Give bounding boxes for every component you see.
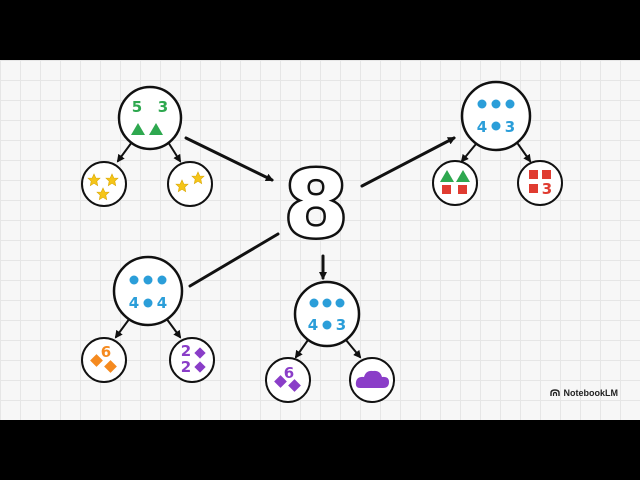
square-icon [542,170,551,179]
dot-icon [335,298,345,308]
connector-arrows [184,136,456,288]
bubble-top-left-right-child [167,161,213,207]
square-icon [529,170,538,179]
number-bond-diagram: 8 5 3 [81,80,563,403]
digit: 2 [181,358,191,376]
triangle-icon [456,170,470,182]
bubble-bottom-left-main: 4 4 [112,255,184,327]
arrow-top-left-to-center [184,136,274,182]
digit: 5 [132,98,142,116]
diamond-icon [194,347,206,359]
star-icon [105,173,119,187]
digit: 3 [336,316,346,334]
digit: 2 [181,342,191,360]
dot-icon [309,298,319,308]
bubble-top-right-left-child [432,160,478,206]
star-icon [191,171,205,185]
bubble-top-right-right-child: 3 [517,160,563,206]
square-icon [458,185,467,194]
digit: 3 [505,118,515,136]
digit: 4 [308,316,318,334]
diamond-icon [104,360,117,373]
dot-icon [491,99,501,109]
digit: 4 [477,118,487,136]
notebooklm-logo-icon [549,389,560,396]
digit: 6 [284,364,294,382]
square-icon [442,185,451,194]
star-icon [87,173,101,187]
bubble-bottom-center-left-child: 6 [265,357,311,403]
group-top-left: 5 3 [81,85,213,207]
brand-label: NotebookLM [563,388,619,398]
bubble-bottom-center-right-child [349,357,395,403]
bubble-bottom-center-main: 4 3 [293,280,361,348]
bubble-bottom-left-right-child: 2 2 [169,337,215,383]
dot-icon [505,99,515,109]
bubble-top-left-left-child [81,161,127,207]
child-arrows [114,141,532,359]
center-number: 8 [284,151,348,258]
digit: 3 [542,180,552,198]
digit: 4 [157,294,167,312]
diamond-icon [194,361,206,373]
triangle-icon [149,123,163,135]
group-bottom-center: 4 3 6 [265,280,395,403]
triangle-icon [131,123,145,135]
digit: 3 [158,98,168,116]
diamond-icon [274,375,287,388]
triangle-icon [440,170,454,182]
dot-icon [491,121,501,131]
dot-icon [477,99,487,109]
dot-icon [322,298,332,308]
diamond-icon [90,354,103,367]
bubble-top-left-main: 5 3 [117,85,183,151]
digit: 4 [129,294,139,312]
digit: 6 [101,343,111,361]
dot-icon [143,298,153,308]
dot-icon [157,275,167,285]
star-icon [175,179,189,193]
group-top-right: 4 3 3 [432,80,563,206]
line-center-to-bottom-left [188,232,280,288]
arrow-center-to-top-right [360,136,456,188]
group-bottom-left: 4 4 6 2 2 [81,255,215,383]
dot-icon [143,275,153,285]
bubble-bottom-left-left-child: 6 [81,337,127,383]
diamond-icon [288,379,301,392]
dot-icon [322,320,332,330]
bubble-top-right-main: 4 3 [460,80,532,152]
square-icon [529,184,538,193]
dot-icon [129,275,139,285]
star-icon [96,187,110,201]
slide: 8 5 3 [0,60,640,420]
cloud-icon [355,370,389,388]
brand-watermark: NotebookLM [549,388,619,398]
